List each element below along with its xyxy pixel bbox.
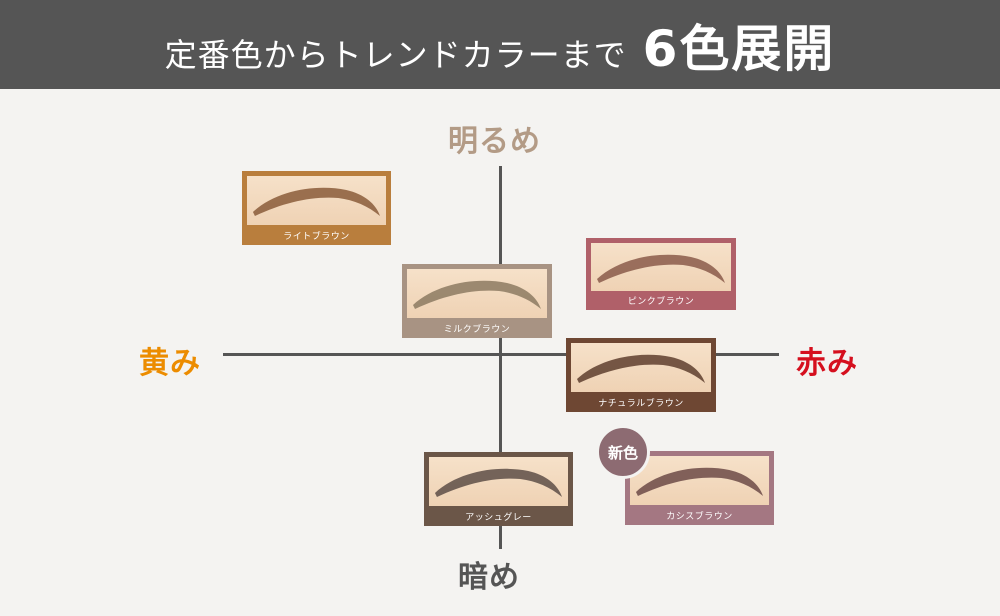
header-banner: 定番色からトレンドカラーまで 6色展開 (0, 0, 1000, 89)
axis-label-dark: 暗め (458, 560, 520, 595)
new-color-badge: 新色 (596, 425, 650, 479)
swatch-label: ナチュラルブラウン (598, 398, 684, 409)
swatch-light-brown: ライトブラウン (242, 171, 391, 245)
vertical-axis (499, 166, 502, 549)
eyebrow-image (247, 176, 386, 225)
axis-label-yellowish: 黄み (139, 346, 201, 381)
swatch-label: カシスブラウン (666, 511, 733, 522)
eyebrow-image (429, 457, 568, 506)
header-lead-text: 定番色からトレンドカラーまで (164, 35, 627, 74)
swatch-label: ミルクブラウン (443, 324, 511, 335)
swatch-label: ピンクブラウン (627, 297, 695, 307)
swatch-pink-brown: ピンクブラウン (586, 238, 736, 310)
swatch-label: ライトブラウン (283, 231, 350, 242)
eyebrow-image (591, 243, 731, 291)
axis-label-bright: 明るめ (448, 124, 541, 159)
swatch-milk-brown: ミルクブラウン (402, 264, 552, 338)
header-strong-text: 6色展開 (642, 19, 836, 78)
header-title: 定番色からトレンドカラーまで 6色展開 (165, 9, 836, 81)
eyebrow-image (571, 343, 711, 392)
swatch-natural-brown: ナチュラルブラウン (566, 338, 716, 412)
horizontal-axis (223, 353, 779, 356)
axis-label-reddish: 赤み (796, 346, 858, 381)
swatch-label: アッシュグレー (465, 512, 532, 523)
eyebrow-image (630, 456, 769, 505)
swatch-ash-gray: アッシュグレー (424, 452, 573, 526)
eyebrow-image (407, 269, 547, 318)
swatch-cassis-brown: カシスブラウン (625, 451, 774, 525)
